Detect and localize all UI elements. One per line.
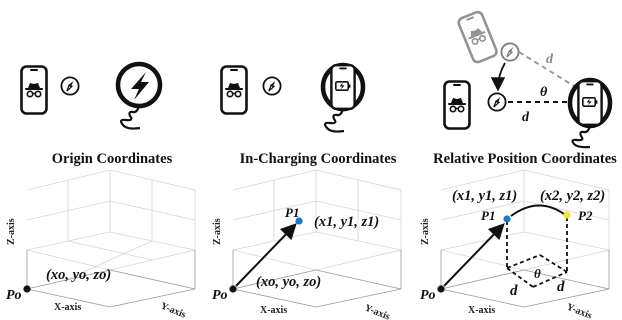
origin-point [437,285,445,293]
smartphone-icon [443,80,471,130]
battery-charging-icon [335,81,351,91]
z-axis-label: Z-axis [6,218,17,245]
z-axis-label: Z-axis [420,218,431,245]
panel2-icons [220,62,366,133]
origin-coordinate-label: (xo, yo, zo) [256,274,321,290]
wireless-charger-icon [567,77,613,149]
caption-relative-position-coordinates: Relative Position Coordinates [433,151,617,167]
origin-label: Po [420,288,436,303]
angle-label: θ [540,85,548,100]
wireless-charger-icon [320,62,366,133]
origin-point [229,285,237,293]
smartphone-icon [20,65,48,115]
smartphone-icon [220,65,248,115]
distance-label-right: d [557,279,565,295]
caption-in-charging-coordinates: In-Charging Coordinates [240,151,397,167]
x-axis-label: X-axis [54,302,81,313]
distance-label-grey: d [546,52,554,67]
p2-label: P2 [578,208,593,223]
origin-coordinate-label: (xo, yo, zo) [46,267,111,283]
p1-label: P1 [285,205,299,220]
p1-to-p2-arc [510,204,565,217]
smartphone-icon [455,9,500,65]
wireless-charger-icon [115,61,163,130]
y-axis-label: Y-axis [565,302,594,320]
x-axis-label: X-axis [468,305,495,316]
axes-panel-origin: Po (xo, yo, zo) X-axis Y-axis Z-axis [6,169,196,320]
p1-label: P1 [481,208,495,223]
p1-point [295,217,303,225]
origin-label: Po [6,288,22,303]
origin-label: Po [212,288,228,303]
origin-point [23,285,31,293]
compass-icon [262,76,282,96]
x-axis-label: X-axis [260,305,287,316]
p2-coordinate-label: (x2, y2, z2) [540,188,605,204]
caption-origin-coordinates: Origin Coordinates [52,151,173,167]
panel1-icons [20,61,163,130]
distance-label-left: d [510,283,518,299]
compass-icon [500,42,520,62]
axes-panel-in-charging: P1 (x1, y1, z1) Po (xo, yo, zo) X-axis Y… [212,169,402,320]
lightning-bolt-icon [131,72,149,100]
angle-label: θ [534,266,541,281]
p1-point [503,215,511,223]
z-axis-label: Z-axis [212,218,223,245]
p1-coordinate-label: (x1, y1, z1) [314,214,379,230]
p2-point [563,211,571,219]
y-axis-label: Y-axis [363,303,392,320]
distance-label: d [522,110,530,125]
panel3-icons: d d θ [443,9,613,149]
y-axis-label: Y-axis [159,301,188,320]
compass-icon [487,92,507,112]
projection-box [506,217,568,288]
p1-coordinate-label: (x1, y1, z1) [452,188,517,204]
axes-panel-relative-position: P1 (x1, y1, z1) P2 (x2, y2, z2) θ d d Po… [420,169,610,320]
origin-to-p1-arrow [443,223,505,287]
origin-to-p1-arrow [235,223,297,287]
battery-charging-icon [582,97,598,107]
compass-icon [60,76,80,96]
